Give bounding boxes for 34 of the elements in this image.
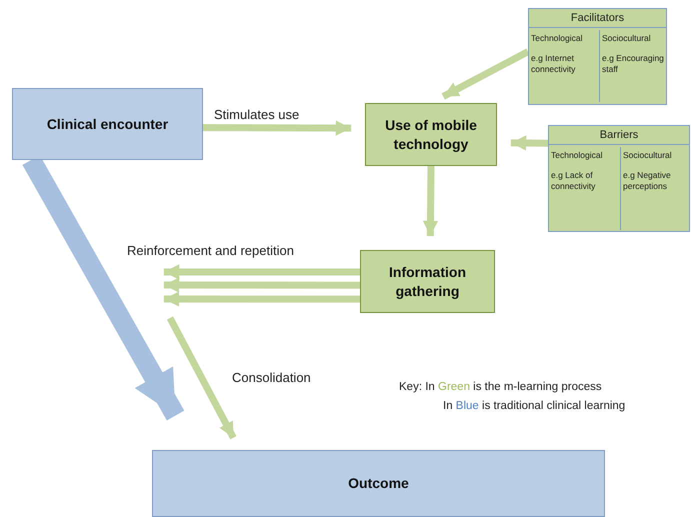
example-text: e.g Negative perceptions (623, 170, 672, 192)
edge-label: Reinforcement and repetition (125, 243, 296, 258)
table-box (548, 125, 690, 232)
example-text: e.g Encouraging staff (602, 53, 664, 74)
edge-label: Stimulates use (212, 107, 302, 122)
block-arrow (166, 316, 236, 440)
box-label: Use of mobile technology (384, 116, 478, 153)
key-text: Key: In Green is the m-learning process (399, 381, 602, 393)
block-arrow (442, 48, 530, 100)
table-cell (599, 30, 666, 102)
example-text: e.g Internet connectivity (531, 53, 576, 74)
stage-box (152, 450, 605, 517)
block-arrow (510, 135, 548, 151)
process-box (365, 103, 497, 166)
key-text: In Blue is traditional clinical learning (443, 400, 626, 412)
stage-box (12, 88, 203, 160)
column-heading: Technological (551, 150, 603, 160)
block-arrow (164, 291, 360, 307)
example-text: e.g Lack of connectivity (551, 170, 596, 192)
process-box (360, 250, 495, 313)
table-heading: Barriers (549, 126, 689, 145)
column-heading: Sociocultural (623, 150, 672, 160)
edge-label: Consolidation (230, 370, 313, 385)
box-label: Information gathering (388, 263, 467, 300)
column-heading: Sociocultural (602, 33, 651, 43)
block-arrow (164, 277, 360, 293)
table-heading: Facilitators (529, 9, 666, 28)
column-heading: Technological (531, 33, 583, 43)
block-arrow (202, 120, 352, 136)
block-arrow (164, 264, 360, 280)
table-box (528, 8, 667, 105)
box-label: Clinical encounter (46, 114, 168, 134)
block-arrow (422, 166, 438, 236)
box-label: Outcome (348, 474, 409, 493)
